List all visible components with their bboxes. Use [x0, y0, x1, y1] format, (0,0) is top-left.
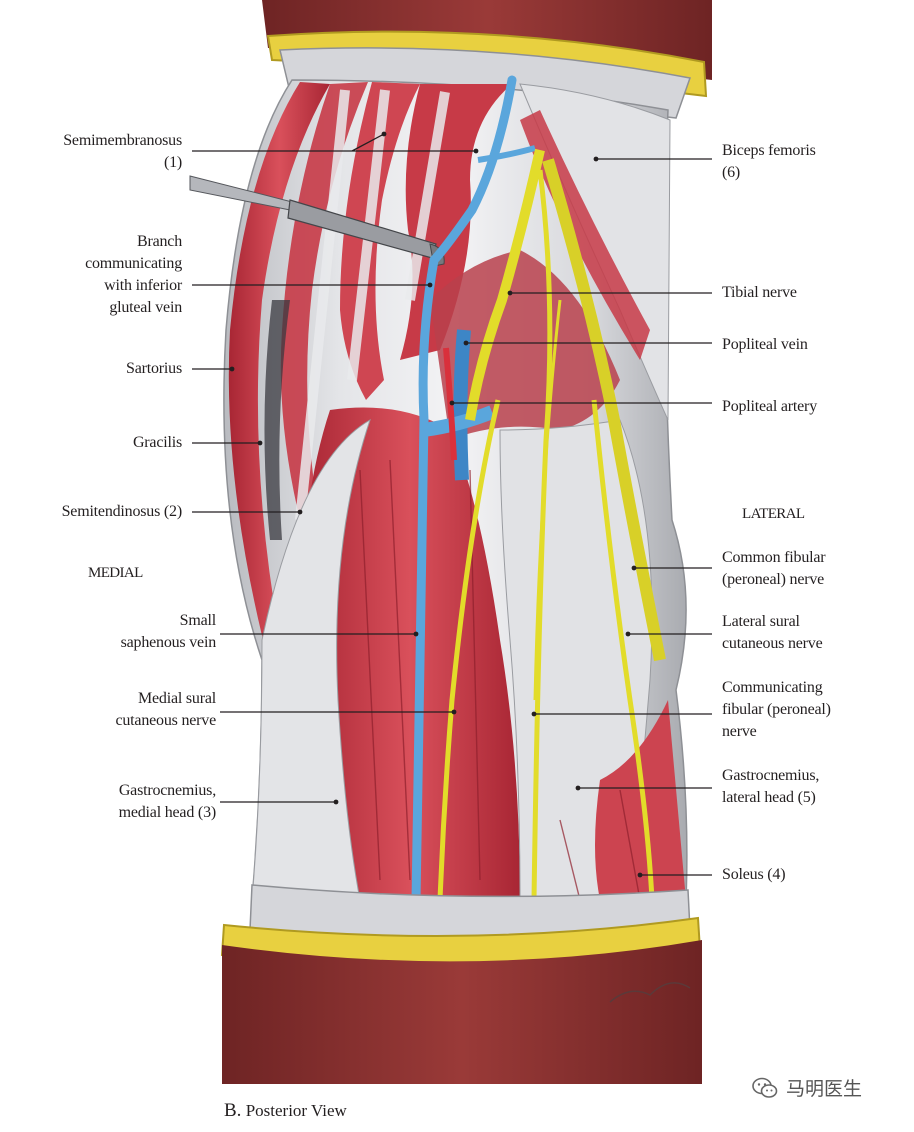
label-semimembranosus: Semimembranosus(1) [63, 132, 182, 171]
label-biceps-femoris: Biceps femoris(6) [722, 142, 816, 181]
caption-text: Posterior View [245, 1101, 347, 1120]
watermark: 马明医生 [752, 1074, 862, 1101]
label-tibial-nerve: Tibial nerve [722, 284, 797, 301]
small-saphenous-vein [411, 75, 517, 905]
lateral-sural-nerve [591, 399, 655, 901]
communicating-fibular-nerve [533, 299, 562, 701]
common-fibular-nerve [542, 158, 666, 662]
gracilis-muscle [280, 82, 368, 520]
label-medial-side: MEDIAL [88, 565, 143, 581]
muscle-fibers [359, 459, 641, 901]
label-sartorius: Sartorius [126, 360, 182, 377]
leader-lines [192, 133, 712, 876]
popliteal-vein [453, 329, 471, 481]
tibial-nerve [465, 148, 545, 421]
vein-branch-upper [477, 145, 536, 163]
label-popliteal-vein: Popliteal vein [722, 336, 808, 353]
gastroc-medial-fascia [251, 418, 371, 901]
leg-skin-stump [222, 940, 702, 1084]
label-gastrocnemius-lateral: Gastrocnemius,lateral head (5) [722, 767, 820, 806]
label-semitendinosus: Semitendinosus (2) [61, 503, 183, 520]
label-common-fibular-nerve: Common fibular(peroneal) nerve [722, 549, 826, 588]
label-gracilis: Gracilis [132, 434, 182, 451]
medial-sural-nerve [437, 399, 501, 901]
popliteal-artery [443, 347, 457, 461]
watermark-text: 马明医生 [786, 1078, 863, 1100]
label-popliteal-artery: Popliteal artery [722, 398, 817, 415]
gastrocnemius-medial-head [300, 407, 520, 900]
deep-shadow-groove [264, 300, 290, 540]
vein-connection [423, 405, 495, 437]
label-soleus: Soleus (4) [722, 866, 786, 883]
figure-caption: B. Posterior View [224, 1100, 347, 1122]
wechat-icon [752, 1077, 778, 1098]
sartorius-muscle [228, 82, 330, 660]
label-lateral-side: LATERAL [742, 506, 805, 522]
artist-signature [609, 982, 691, 1003]
soleus-muscle [595, 700, 686, 900]
leader-dots [229, 131, 643, 878]
caption-letter: B. [224, 1100, 242, 1121]
label-gastrocnemius-medial: Gastrocnemius,medial head (3) [118, 782, 217, 821]
